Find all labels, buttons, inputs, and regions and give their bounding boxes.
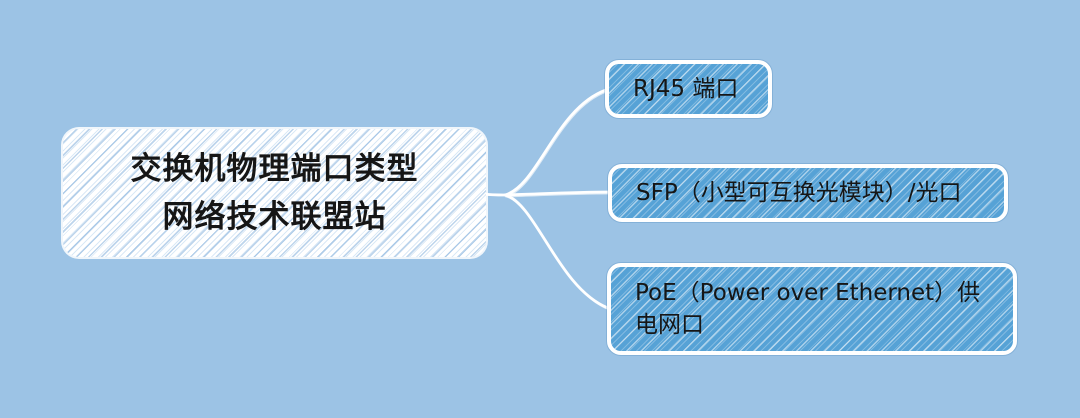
child-node-sfp[interactable]: SFP（小型可互换光模块）/光口 — [608, 164, 1008, 222]
connector-to-sfp-sketch — [505, 192, 612, 198]
connector-to-sfp — [503, 190, 612, 197]
root-node[interactable]: 交换机物理端口类型 网络技术联盟站 — [63, 129, 486, 257]
child-node-poe-label: PoE（Power over Ethernet）供电网口 — [635, 280, 981, 338]
child-node-rj45-label: RJ45 端口 — [633, 76, 739, 102]
child-node-sfp-label: SFP（小型可互换光模块）/光口 — [636, 180, 962, 206]
connector-to-poe-sketch — [505, 195, 610, 311]
root-node-title-line2: 网络技术联盟站 — [162, 199, 387, 235]
child-node-poe[interactable]: PoE（Power over Ethernet）供电网口 — [607, 263, 1017, 355]
connector-to-rj45 — [503, 88, 608, 197]
connector-stem — [481, 192, 507, 197]
child-node-rj45[interactable]: RJ45 端口 — [605, 60, 772, 118]
connector-to-rj45-sketch — [505, 90, 608, 198]
connector-to-poe — [503, 193, 610, 310]
root-node-title-line1: 交换机物理端口类型 — [130, 150, 419, 187]
